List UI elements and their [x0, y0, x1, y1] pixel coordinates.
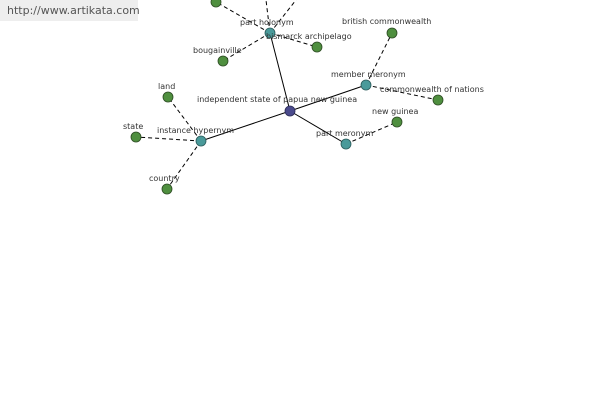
label-commonwealth-of-nations: commonwealth of nations	[380, 85, 484, 94]
edge-state	[135, 136, 202, 142]
site-watermark[interactable]: http://www.artikata.com	[0, 0, 140, 21]
node-bismarck-archipelago[interactable]	[311, 41, 323, 53]
node-instance-hypernym[interactable]	[195, 135, 207, 147]
edge-offscreen-3	[269, 0, 297, 34]
label-bismarck-archipelago: bismarck archipelago	[266, 32, 352, 41]
edge-offscreen-1	[215, 1, 271, 34]
edge-center-instance-hypernym	[200, 110, 291, 142]
node-new-guinea[interactable]	[391, 116, 403, 128]
node-british-commonwealth[interactable]	[386, 27, 398, 39]
label-bougainville: bougainville	[193, 46, 242, 55]
edge-bismarck	[269, 32, 318, 48]
node-land[interactable]	[162, 91, 174, 103]
edge-commonwealth-of-nations	[365, 84, 439, 101]
edge-center-part-holonym	[269, 32, 291, 112]
label-center: independent state of papua new guinea	[197, 95, 357, 104]
label-country: country	[149, 174, 180, 183]
node-commonwealth-of-nations[interactable]	[432, 94, 444, 106]
label-state: state	[123, 122, 143, 131]
label-part-meronym: part meronym	[316, 129, 373, 138]
label-part-holonym: part holonym	[240, 18, 294, 27]
node-offscreen-term[interactable]	[210, 0, 222, 8]
edge-bougainville	[222, 32, 271, 62]
node-country[interactable]	[161, 183, 173, 195]
node-state[interactable]	[130, 131, 142, 143]
label-member-meronym: member meronym	[331, 70, 406, 79]
label-new-guinea: new guinea	[372, 107, 418, 116]
node-part-meronym[interactable]	[340, 138, 352, 150]
edge-offscreen-2	[265, 0, 271, 34]
nodes	[130, 0, 444, 195]
edge-british-commonwealth	[365, 32, 393, 86]
label-instance-hypernym: instance hypernym	[157, 126, 234, 135]
edge-center-part-meronym	[289, 110, 347, 145]
label-british-commonwealth: british commonwealth	[342, 17, 431, 26]
node-center[interactable]	[284, 105, 296, 117]
edge-land	[167, 96, 202, 142]
label-land: land	[158, 82, 175, 91]
edge-new-guinea	[345, 121, 398, 145]
edges	[135, 0, 439, 190]
edge-country	[166, 140, 202, 190]
node-bougainville[interactable]	[217, 55, 229, 67]
labels: independent state of papua new guinea pa…	[123, 17, 484, 183]
node-part-holonym[interactable]	[264, 27, 276, 39]
edge-center-member-meronym	[289, 84, 367, 112]
node-member-meronym[interactable]	[360, 79, 372, 91]
